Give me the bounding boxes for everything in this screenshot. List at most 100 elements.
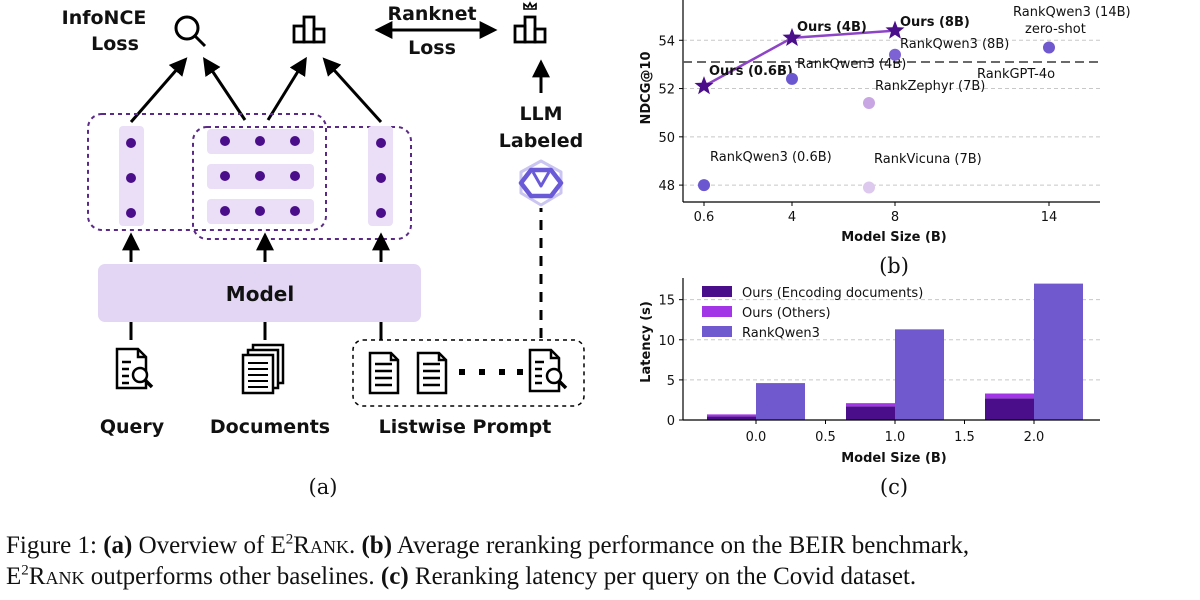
caption-line-1: Figure 1: (a) Overview of E2Rank. (b) Av…	[6, 530, 1200, 561]
c-legend-label-2: RankQwen3	[742, 326, 820, 341]
infonce-group-box	[87, 113, 327, 231]
caption-c-tag: (c)	[380, 563, 409, 590]
caption-prefix: Figure 1:	[6, 532, 104, 559]
b-point-circle-4	[786, 72, 798, 85]
c-y-tick-label-2: 10	[658, 334, 675, 349]
input-connectors	[129, 322, 383, 340]
caption-superscript-2: 2	[21, 562, 29, 579]
input-label-listwise-prompt: Listwise Prompt	[379, 416, 552, 438]
llm-label-line1: LLM	[519, 103, 562, 125]
prompt-query-icon	[528, 348, 568, 393]
c-x-axis-label: Model Size (B)	[841, 451, 947, 466]
prompt-document-icon-2	[416, 351, 448, 395]
panel-a-diagram: InfoNCE Loss Ranknet Loss LLM Labeled	[62, 1, 585, 499]
b-point-star-2	[885, 20, 905, 39]
b-x-tick-label-1: 4	[788, 210, 796, 225]
ranknet-label-line1: Ranknet	[387, 3, 476, 25]
query-embedding-dots	[126, 138, 136, 218]
b-point-label-8: RankVicuna (7B)	[874, 152, 982, 167]
b-point-label-1: Ours (4B)	[797, 20, 867, 35]
infonce-label-line1: InfoNCE	[62, 7, 147, 29]
podium-crown-icon	[513, 1, 547, 44]
c-legend-label-0: Ours (Encoding documents)	[742, 286, 923, 301]
c-bar-ours-others-0	[707, 414, 756, 417]
query-document-icon	[115, 347, 154, 390]
ranknet-group-box	[192, 126, 412, 240]
panel-b-tag: (b)	[879, 254, 909, 278]
caption-a-text: Overview of E	[132, 532, 286, 559]
b-y-tick-label-4: 56	[658, 0, 675, 1]
input-label-documents: Documents	[210, 416, 330, 438]
upward-arrows	[129, 56, 383, 124]
b-x-tick-label-2: 8	[891, 210, 899, 225]
figure-caption: Figure 1: (a) Overview of E2Rank. (b) Av…	[6, 530, 1200, 592]
b-reference-label: RankGPT-4o	[977, 67, 1055, 82]
listwise-prompt-box	[352, 339, 585, 407]
caption-superscript: 2	[285, 531, 294, 548]
b-point-circle-5	[889, 48, 901, 61]
documents-icon	[241, 343, 285, 395]
podium-icon	[292, 15, 326, 44]
caption-a-period: .	[348, 532, 362, 559]
b-y-axis-label: NDCG@10	[639, 52, 654, 125]
c-legend-swatch-2	[702, 326, 732, 337]
c-bar-rankqwen3-2	[1034, 283, 1083, 420]
prompt-document-icon-1	[368, 351, 400, 395]
caption-a-tag: (a)	[103, 532, 133, 559]
c-x-tick-label-4: 2.0	[1024, 430, 1045, 445]
b-x-axis-label: Model Size (B)	[841, 230, 947, 245]
c-bar-rankqwen3-0	[756, 383, 805, 420]
caption-b-tag: (b)	[361, 532, 393, 559]
c-y-axis-label: Latency (s)	[639, 301, 654, 383]
llm-label-line2: Labeled	[499, 130, 583, 152]
ellipsis-dots	[459, 369, 523, 375]
document-embeddings	[207, 129, 314, 224]
c-legend-swatch-1	[702, 306, 732, 317]
llm-logo-icon	[518, 159, 564, 207]
model-output-arrows	[122, 232, 390, 262]
b-point-label-5: RankQwen3 (8B)	[900, 37, 1009, 52]
figure: InfoNCE Loss Ranknet Loss LLM Labeled	[62, 0, 1131, 499]
caption-line2-text: outperforms other baselines.	[84, 563, 381, 590]
c-x-tick-label-1: 0.5	[815, 430, 836, 445]
c-x-tick-label-2: 1.0	[885, 430, 906, 445]
b-point-circle-6	[1043, 41, 1055, 54]
caption-c-text: Reranking latency per query on the Covid…	[408, 563, 917, 590]
c-x-tick-label-0: 0.0	[746, 430, 767, 445]
c-bar-ours-others-1	[846, 403, 895, 407]
ranknet-label-line2: Loss	[408, 37, 456, 59]
panel-c-tag: (c)	[880, 475, 908, 499]
c-bar-ours-encoding-2	[985, 398, 1034, 420]
b-point-star-1	[782, 27, 802, 46]
model-label: Model	[226, 282, 294, 306]
b-point-label-2: Ours (8B)	[900, 15, 970, 30]
b-point-circle-7	[863, 97, 875, 110]
listwise-embedding-dots	[376, 138, 386, 218]
c-y-tick-label-3: 15	[658, 294, 675, 309]
c-y-tick-label-1: 5	[667, 374, 675, 389]
b-point-label-0: Ours (0.6B)	[709, 64, 793, 79]
b-x-tick-label-0: 0.6	[694, 210, 715, 225]
infonce-label-line2: Loss	[91, 33, 139, 55]
b-point-circle-3	[698, 179, 710, 192]
b-y-tick-label-3: 54	[658, 34, 675, 49]
search-icon	[174, 15, 207, 48]
c-y-tick-label-0: 0	[667, 414, 675, 429]
caption-b-text: Average reranking performance on the BEI…	[392, 532, 970, 559]
c-x-tick-label-3: 1.5	[954, 430, 975, 445]
b-point-label-7: RankZephyr (7B)	[875, 79, 985, 94]
b-x-tick-label-3: 14	[1041, 210, 1058, 225]
b-y-tick-label-2: 52	[658, 83, 675, 98]
c-bar-rankqwen3-1	[895, 329, 944, 420]
caption-line-2: E2Rank outperforms other baselines. (c) …	[6, 561, 1200, 592]
caption-rank-word-2: Rank	[28, 563, 85, 590]
c-bar-ours-encoding-1	[846, 406, 895, 420]
b-point-label-4: RankQwen3 (4B)	[797, 57, 906, 72]
b-point-star-0	[694, 76, 714, 95]
b-point-circle-8	[863, 181, 875, 194]
c-bar-ours-encoding-0	[707, 416, 756, 420]
b-y-tick-label-0: 48	[658, 179, 675, 194]
c-legend-label-1: Ours (Others)	[742, 306, 831, 321]
